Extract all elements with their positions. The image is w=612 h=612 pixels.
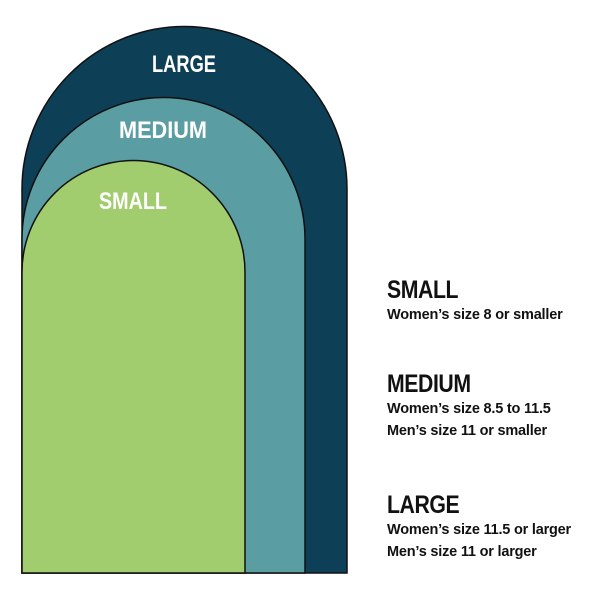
legend-large-line: Women’s size 11.5 or larger xyxy=(387,522,571,538)
large-arch-label: LARGE xyxy=(152,51,216,78)
legend-small-line: Women’s size 8 or smaller xyxy=(387,307,563,323)
legend-medium: MEDIUM Women’s size 8.5 to 11.5 Men’s si… xyxy=(387,370,551,442)
medium-arch-label: MEDIUM xyxy=(119,117,207,144)
legend-small: SMALL Women’s size 8 or smaller xyxy=(387,276,563,326)
small-arch-label: SMALL xyxy=(99,188,167,215)
legend-small-title: SMALL xyxy=(387,276,459,304)
legend-medium-title: MEDIUM xyxy=(387,370,471,398)
legend-medium-line: Women’s size 8.5 to 11.5 xyxy=(387,401,551,417)
legend-large-line: Men’s size 11 or larger xyxy=(387,544,537,560)
legend-medium-line: Men’s size 11 or smaller xyxy=(387,423,547,439)
legend-large-title: LARGE xyxy=(387,491,460,519)
small-arch xyxy=(21,159,246,574)
legend-large: LARGE Women’s size 11.5 or larger Men’s … xyxy=(387,491,571,563)
